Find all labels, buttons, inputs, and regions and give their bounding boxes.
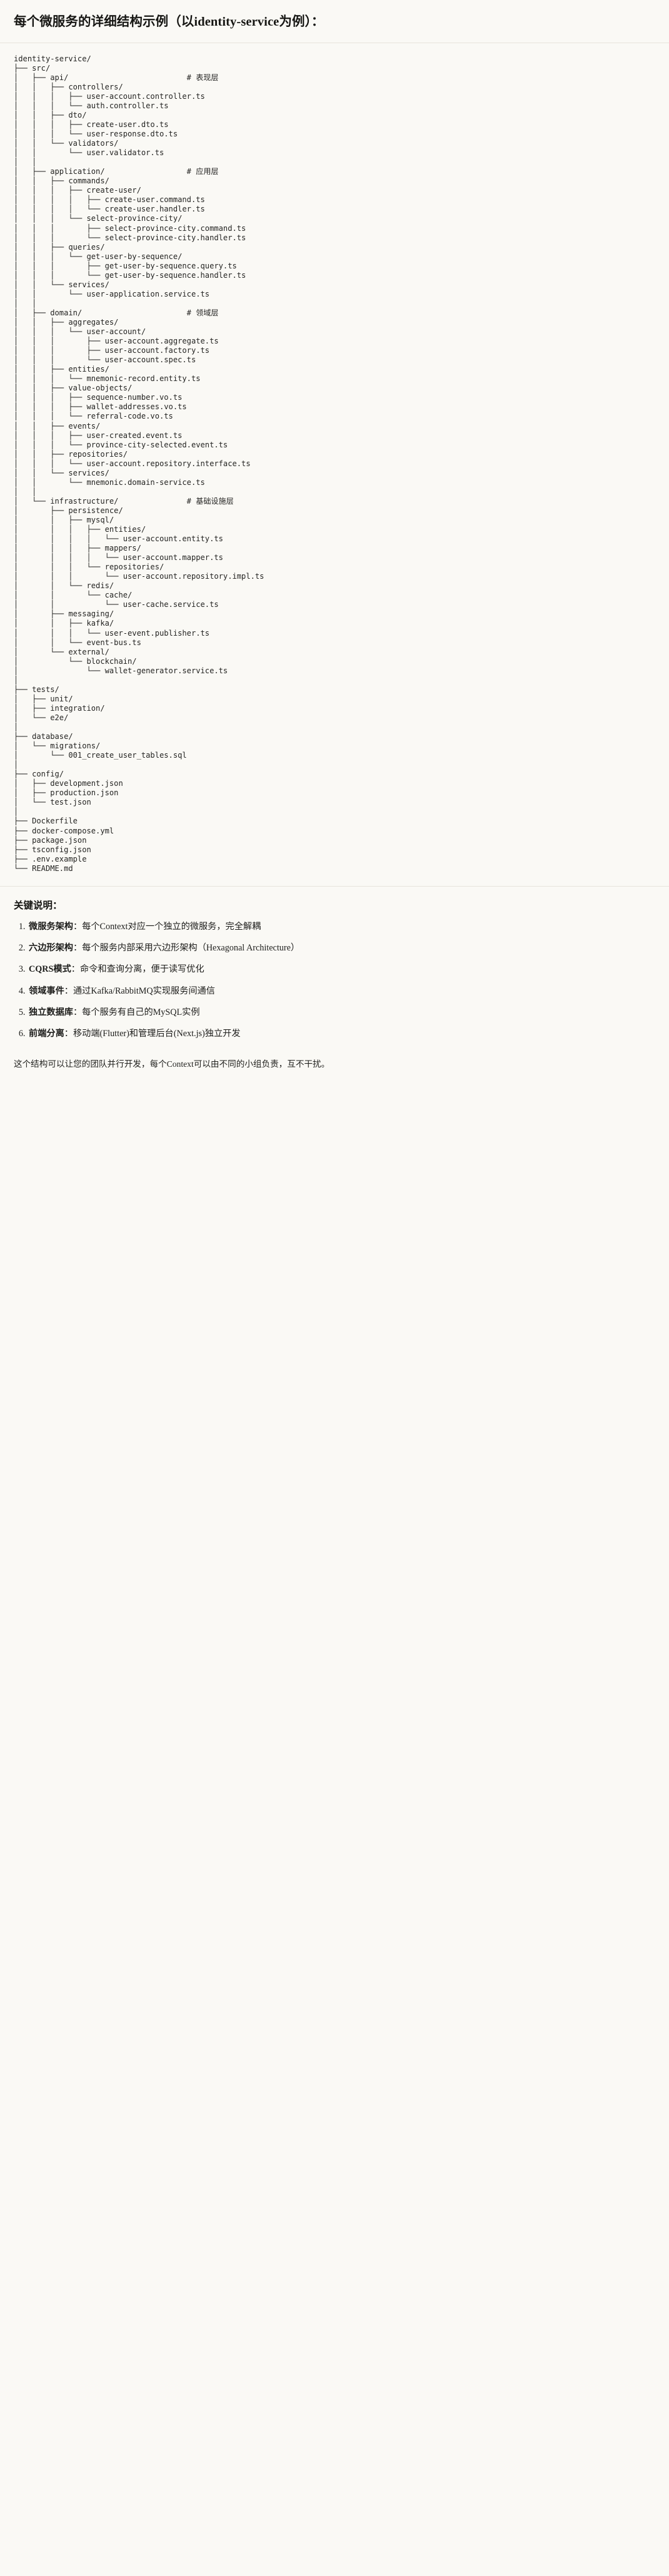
- note-separator: ：: [73, 1007, 83, 1017]
- note-description: 每个服务有自己的MySQL实例: [82, 1007, 200, 1017]
- note-term: 独立数据库: [29, 1007, 73, 1017]
- note-separator: ：: [64, 1029, 73, 1039]
- directory-tree: identity-service/ ├── src/ │ ├── api/ # …: [14, 54, 264, 873]
- key-notes-section: 关键说明： 微服务架构：每个Context对应一个独立的微服务，完全解耦 六边形…: [0, 887, 669, 1047]
- closing-paragraph: 这个结构可以让您的团队并行开发，每个Context可以由不同的小组负责，互不干扰…: [14, 1059, 330, 1069]
- list-item: 微服务架构：每个Context对应一个独立的微服务，完全解耦: [28, 920, 655, 934]
- note-term: 领域事件: [29, 985, 64, 996]
- note-term: 微服务架构: [29, 921, 73, 932]
- list-item: 独立数据库：每个服务有自己的MySQL实例: [28, 1006, 655, 1019]
- section-divider: [0, 885, 669, 887]
- page-title: 每个微服务的详细结构示例（以identity-service为例）：: [14, 15, 324, 29]
- list-item: CQRS模式：命令和查询分离，便于读写优化: [28, 963, 655, 976]
- list-item: 六边形架构：每个服务内部采用六边形架构（Hexagonal Architectu…: [28, 942, 655, 955]
- directory-tree-block: identity-service/ ├── src/ │ ├── api/ # …: [0, 43, 669, 883]
- note-separator: ：: [64, 985, 73, 996]
- list-item: 前端分离：移动端(Flutter)和管理后台(Next.js)独立开发: [28, 1027, 655, 1041]
- title-bar: 每个微服务的详细结构示例（以identity-service为例）：: [0, 0, 669, 43]
- key-notes-list: 微服务架构：每个Context对应一个独立的微服务，完全解耦 六边形架构：每个服…: [14, 920, 655, 1041]
- key-notes-heading: 关键说明：: [14, 900, 63, 911]
- page-root: 每个微服务的详细结构示例（以identity-service为例）： ident…: [0, 0, 669, 1083]
- note-term: 六边形架构: [29, 943, 73, 954]
- note-description: 命令和查询分离，便于读写优化: [80, 964, 204, 975]
- note-description: 移动端(Flutter)和管理后台(Next.js)独立开发: [73, 1029, 241, 1039]
- note-term: 前端分离: [29, 1029, 64, 1039]
- note-separator: ：: [71, 964, 80, 975]
- note-description: 通过Kafka/RabbitMQ实现服务间通信: [73, 985, 215, 996]
- note-description: 每个Context对应一个独立的微服务，完全解耦: [82, 921, 261, 932]
- note-separator: ：: [73, 921, 83, 932]
- note-term: CQRS模式: [29, 964, 71, 975]
- list-item: 领域事件：通过Kafka/RabbitMQ实现服务间通信: [28, 985, 655, 998]
- note-description: 每个服务内部采用六边形架构（Hexagonal Architecture）: [82, 943, 300, 954]
- note-separator: ：: [73, 943, 83, 954]
